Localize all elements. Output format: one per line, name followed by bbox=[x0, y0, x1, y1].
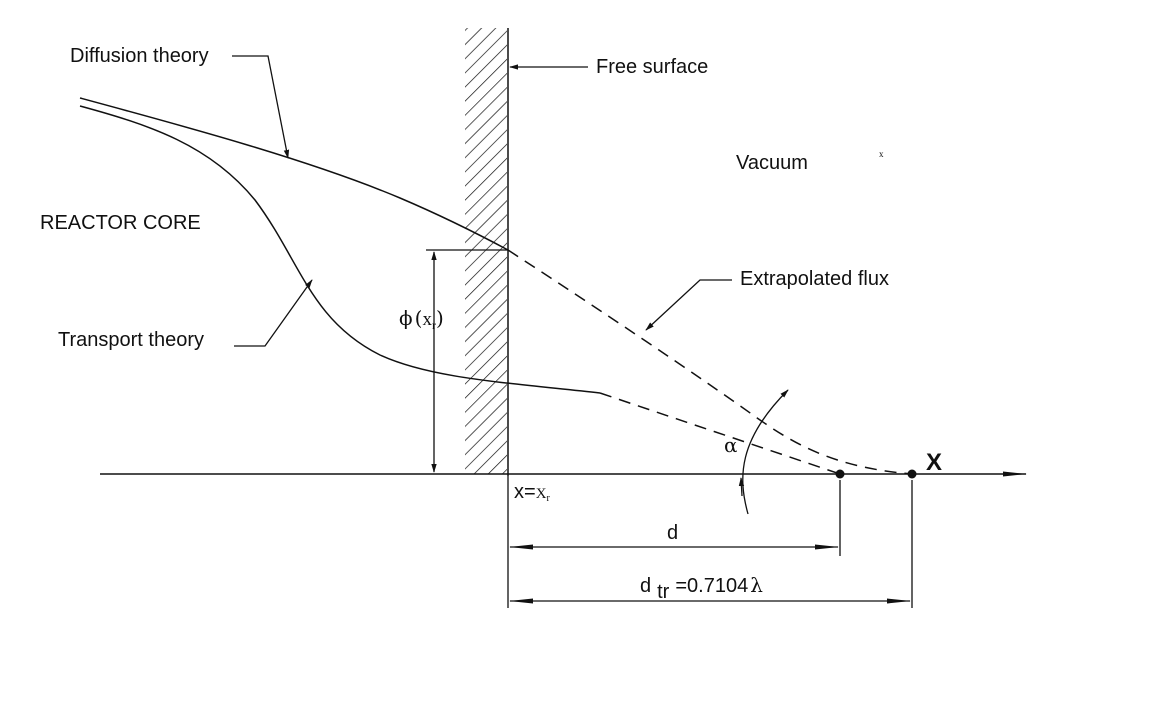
vacuum-label: Vacuum bbox=[736, 152, 808, 174]
extrapolation-point-dtr bbox=[907, 469, 917, 479]
phi-sub: r bbox=[432, 318, 436, 332]
transport-extrapolated-dash bbox=[599, 392, 841, 475]
extrapolated-flux-label: Extrapolated flux bbox=[740, 268, 889, 290]
alpha-arc-lower-arrow bbox=[738, 477, 745, 497]
reactor-core-label: REACTOR CORE bbox=[40, 212, 201, 234]
dtr-value: =0.7104 bbox=[675, 575, 748, 597]
x-axis-label: X bbox=[926, 449, 942, 476]
xr-label: x=Xr bbox=[514, 481, 551, 504]
xr-prefix: x= bbox=[514, 481, 536, 503]
free-surface-label: Free surface bbox=[596, 56, 708, 78]
transport-theory-leader bbox=[234, 279, 313, 347]
alpha-arc bbox=[742, 389, 789, 515]
xr-x: X bbox=[536, 486, 547, 502]
transport-theory-curve bbox=[79, 105, 601, 394]
diffusion-theory-leader bbox=[232, 55, 290, 159]
d-label: d bbox=[667, 522, 678, 544]
dtr-d: d bbox=[640, 575, 651, 597]
phi-open: ( bbox=[415, 306, 423, 330]
phi-close: ) bbox=[436, 306, 444, 330]
extrapolation-point-d bbox=[835, 469, 845, 479]
transport-theory-label: Transport theory bbox=[58, 329, 204, 351]
diffusion-theory-curve bbox=[79, 97, 509, 251]
xr-sub: r bbox=[547, 493, 551, 504]
dtr-sub: tr bbox=[657, 581, 670, 603]
extrapolated-flux-leader bbox=[645, 279, 732, 331]
boundary-wall bbox=[465, 28, 507, 474]
phi-symbol: ϕ bbox=[399, 306, 413, 330]
alpha-label: α bbox=[724, 433, 738, 457]
vacuum-mark: x bbox=[879, 149, 884, 159]
diffusion-extrapolated-dash bbox=[507, 249, 913, 475]
phi-x: x bbox=[422, 309, 432, 330]
diffusion-theory-label: Diffusion theory bbox=[70, 45, 209, 67]
dtr-lambda: λ bbox=[750, 573, 763, 597]
phi-label: ϕ(xr) bbox=[399, 306, 444, 332]
